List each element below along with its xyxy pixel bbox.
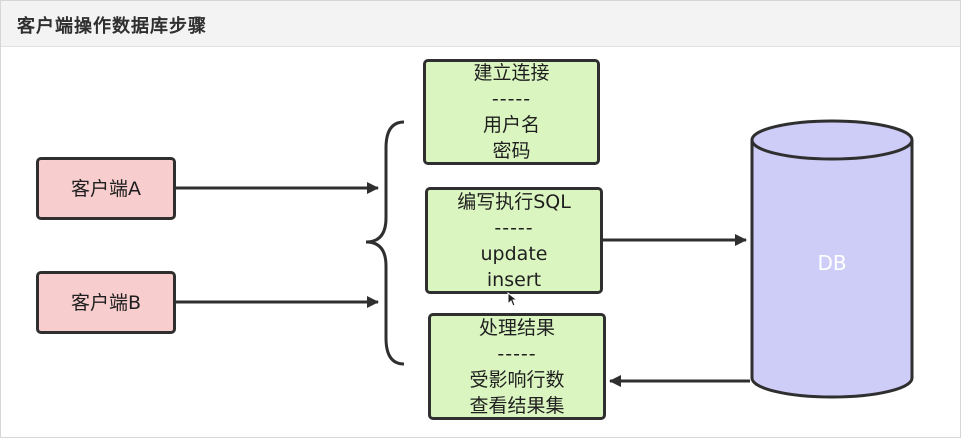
step-separator: ----- [491, 88, 532, 110]
step-connect-box: 建立连接 ----- 用户名 密码 [423, 59, 600, 165]
step-title: 编写执行SQL [457, 190, 571, 213]
database-cylinder: DB [750, 119, 914, 399]
client-a-label: 客户端A [71, 177, 141, 200]
step-line: 受影响行数 [469, 368, 565, 391]
client-a-box: 客户端A [36, 157, 176, 220]
step-line: 用户名 [482, 114, 540, 136]
step-sql-box: 编写执行SQL ----- update insert [425, 187, 603, 294]
mouse-cursor-icon [507, 292, 519, 307]
step-results-box: 处理结果 ----- 受影响行数 查看结果集 [428, 313, 606, 420]
step-line: update [480, 242, 548, 265]
step-title: 建立连接 [473, 62, 550, 84]
client-b-label: 客户端B [70, 291, 142, 314]
header-bar: 客户端操作数据库步骤 [1, 1, 960, 47]
curly-brace [365, 120, 405, 366]
step-separator: ----- [497, 342, 537, 365]
page-title: 客户端操作数据库步骤 [17, 16, 207, 37]
step-line: 密码 [492, 140, 531, 162]
step-line: insert [486, 268, 542, 291]
step-separator: ----- [494, 216, 534, 239]
step-line: 查看结果集 [469, 394, 565, 417]
step-title: 处理结果 [478, 316, 555, 339]
database-label: DB [817, 251, 846, 275]
client-b-box: 客户端B [36, 271, 176, 334]
